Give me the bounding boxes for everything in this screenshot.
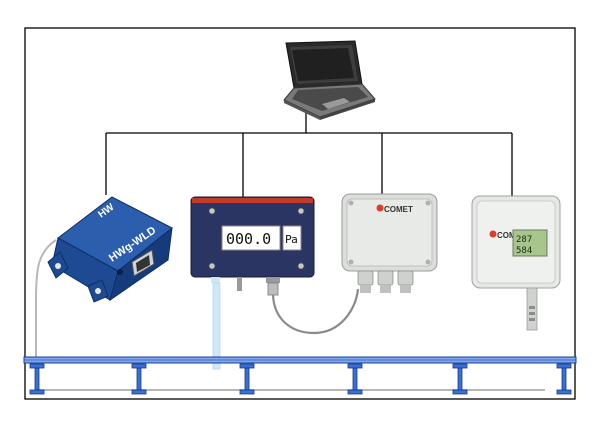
laptop-icon bbox=[283, 40, 376, 120]
pressure-lcd bbox=[221, 225, 281, 251]
hygrometer-reading-bottom: 584 bbox=[516, 246, 532, 256]
comet-brand-2: COMET bbox=[497, 231, 526, 240]
hygrometer-reading-top: 287 bbox=[516, 235, 532, 245]
hwg-wld-device: HW HWg-WLD bbox=[47, 196, 173, 303]
pressure-unit-box bbox=[282, 225, 302, 251]
cables bbox=[35, 239, 545, 391]
comet-hygrometer-device: COMET 287 584 bbox=[471, 195, 561, 331]
pressure-transmitter-device: 000.0 Pa bbox=[190, 196, 315, 296]
raised-floor bbox=[23, 356, 577, 395]
connection-lines bbox=[105, 110, 513, 197]
pressure-reading: 000.0 bbox=[226, 230, 271, 248]
pressure-unit: Pa bbox=[285, 233, 298, 246]
comet-transmitter-device: COMET bbox=[341, 193, 438, 293]
hygrometer-lcd bbox=[512, 229, 548, 257]
comet-brand-1: COMET bbox=[384, 205, 413, 214]
diagram-frame bbox=[24, 27, 576, 400]
